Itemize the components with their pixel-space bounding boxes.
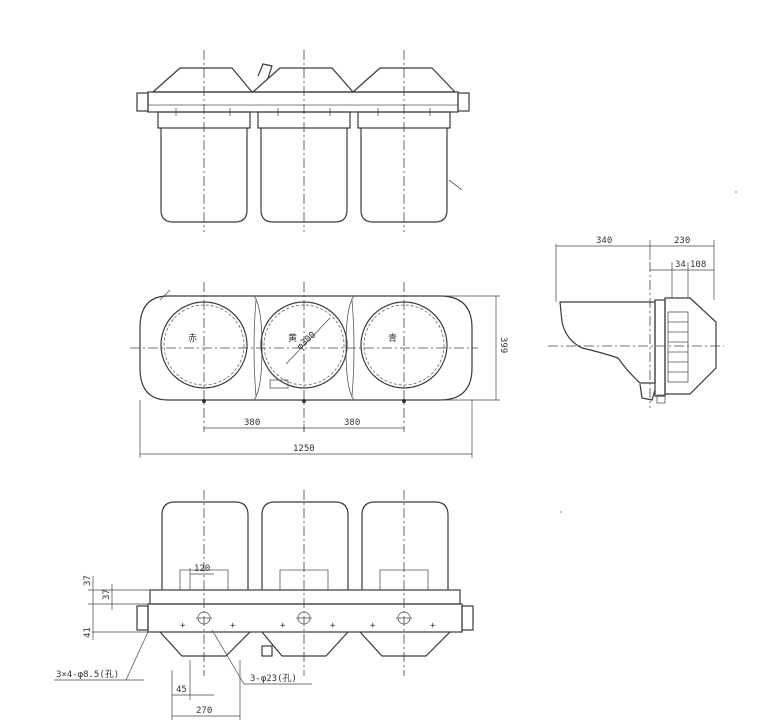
side-view: 340 230 34 108: [548, 236, 724, 408]
overall-width-label: 1250: [293, 444, 315, 454]
side-hood-label: 230: [674, 236, 690, 246]
svg-text:+: +: [370, 621, 376, 631]
body-height-label: 399: [498, 337, 508, 353]
bolt-pitch-label: 45: [176, 685, 187, 695]
hole-note-right: 3-φ23(孔): [250, 673, 297, 684]
pitch-right-label: 380: [344, 418, 360, 428]
front-dimensions: 380 380 1250 399: [139, 295, 508, 458]
svg-text:+: +: [330, 621, 336, 631]
svg-text:+: +: [230, 621, 236, 631]
top-view: [136, 50, 470, 232]
front-view: 赤 黄 青 φ300: [130, 282, 478, 432]
bottom-dimensions: 120 37 37 41 3×4-φ8.5(孔) 3-φ23(孔) 45 270: [54, 564, 312, 720]
lamp-mark-yellow: 黄: [288, 332, 297, 344]
svg-text:+: +: [180, 621, 186, 631]
side-108-label: 108: [690, 260, 706, 270]
bottom-view: + + + + + +: [136, 490, 474, 676]
hole-note-left: 3×4-φ8.5(孔): [56, 669, 119, 680]
mount-37-b-label: 37: [102, 589, 112, 600]
base-width-label: 270: [196, 706, 212, 716]
pitch-left-label: 380: [244, 418, 260, 428]
side-34-label: 34: [675, 260, 686, 270]
lamp-mark-green: 青: [388, 332, 397, 344]
svg-text:+: +: [280, 621, 286, 631]
lamp-mark-red: 赤: [188, 333, 197, 344]
hood-offset-label: 120: [194, 564, 210, 574]
mount-37-a-label: 37: [83, 575, 93, 586]
svg-text:+: +: [430, 621, 436, 631]
mount-41-label: 41: [83, 627, 93, 638]
side-depth-label: 340: [596, 236, 612, 246]
